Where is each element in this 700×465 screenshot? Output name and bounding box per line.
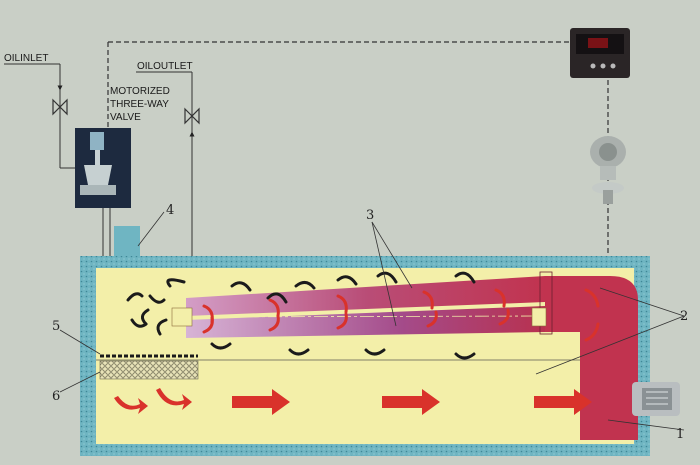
burner-motor-icon bbox=[632, 382, 680, 416]
valve-icon bbox=[52, 98, 68, 116]
controller-box-icon bbox=[570, 28, 630, 78]
expansion-pipe bbox=[114, 226, 140, 260]
oil-inlet-label: OILINLET bbox=[4, 53, 48, 64]
motorized-valve-icon bbox=[75, 128, 131, 208]
temperature-sensor-icon bbox=[590, 136, 626, 204]
valve-label-line1: MOTORIZED bbox=[110, 86, 170, 97]
valve-icon bbox=[184, 107, 200, 125]
leader-lines bbox=[59, 211, 685, 431]
oil-outlet-label: OILOUTLET bbox=[137, 61, 193, 72]
callout-2: 2 bbox=[680, 309, 688, 324]
callout-3: 3 bbox=[366, 208, 374, 223]
valve-label-line2: THREE-WAY bbox=[110, 99, 169, 110]
callout-4: 4 bbox=[166, 203, 174, 218]
signal-line bbox=[107, 41, 609, 255]
valve-label-line3: VALVE bbox=[110, 112, 141, 123]
mesh-filter bbox=[99, 360, 199, 380]
hot-oil-arrows bbox=[114, 388, 592, 415]
callout-1: 1 bbox=[676, 427, 684, 442]
callout-5: 5 bbox=[52, 319, 60, 334]
circulation-arrows bbox=[126, 271, 600, 360]
callout-6: 6 bbox=[52, 389, 60, 404]
oil-inlet-line: OILINLET bbox=[4, 53, 80, 169]
